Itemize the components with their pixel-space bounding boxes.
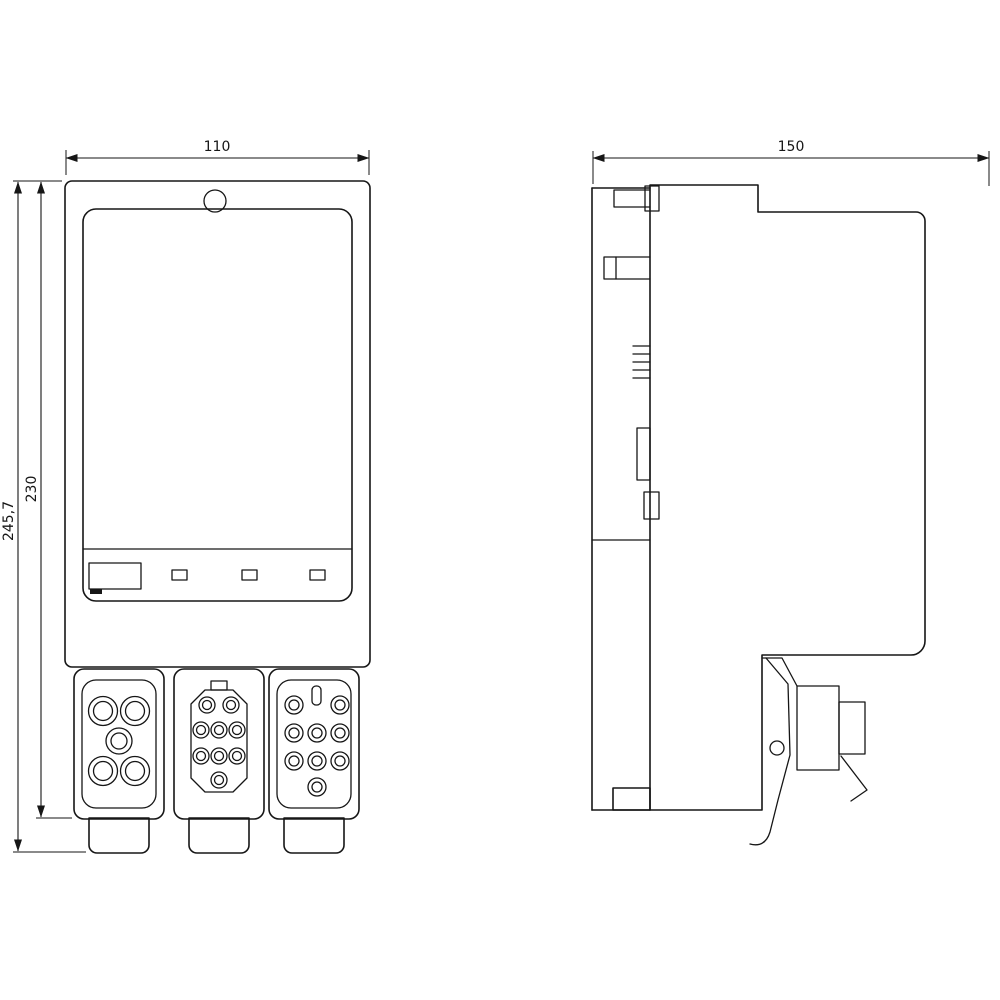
terminal-block	[796, 685, 840, 771]
led-indicator-1	[171, 569, 188, 581]
front-width-label: 110	[204, 139, 231, 155]
connector-signal-middle	[173, 668, 265, 820]
terminal-area	[749, 657, 868, 846]
front-housing-outline	[64, 180, 371, 668]
front-view	[64, 180, 371, 854]
side-view	[591, 184, 926, 846]
cable-guide	[840, 755, 868, 802]
overall-height-label: 245,7	[1, 501, 17, 541]
mid-mounting-hook	[603, 256, 651, 280]
vent-slats	[632, 345, 651, 379]
led-indicator-3	[309, 569, 326, 581]
bottom-mounting-foot	[612, 787, 651, 811]
side-depth-label: 150	[778, 139, 805, 155]
cable-feet	[88, 817, 345, 854]
connector-hybrid-right	[268, 668, 360, 820]
dimension-front-width: 110	[65, 139, 370, 175]
rear-mounting-plate	[591, 187, 651, 811]
mounting-hole	[203, 189, 227, 213]
body-height-label: 230	[24, 476, 40, 503]
dimension-side-depth: 150	[592, 139, 990, 186]
side-housing-outline	[649, 184, 926, 811]
connector-power-left	[73, 668, 165, 820]
rear-latch-block	[643, 491, 660, 520]
front-panel	[82, 208, 353, 602]
diagnostic-interface	[88, 562, 142, 594]
latch-pivot	[769, 740, 785, 756]
led-indicator-2	[241, 569, 258, 581]
dimension-body-height: 230	[24, 181, 72, 819]
dimension-overall-height: 245,7	[1, 180, 86, 853]
top-mounting-hook	[613, 185, 660, 212]
release-lever	[749, 657, 791, 846]
rear-clip	[636, 427, 651, 481]
terminal-block-rear	[838, 701, 866, 755]
terminal-cover-edge	[761, 657, 798, 687]
